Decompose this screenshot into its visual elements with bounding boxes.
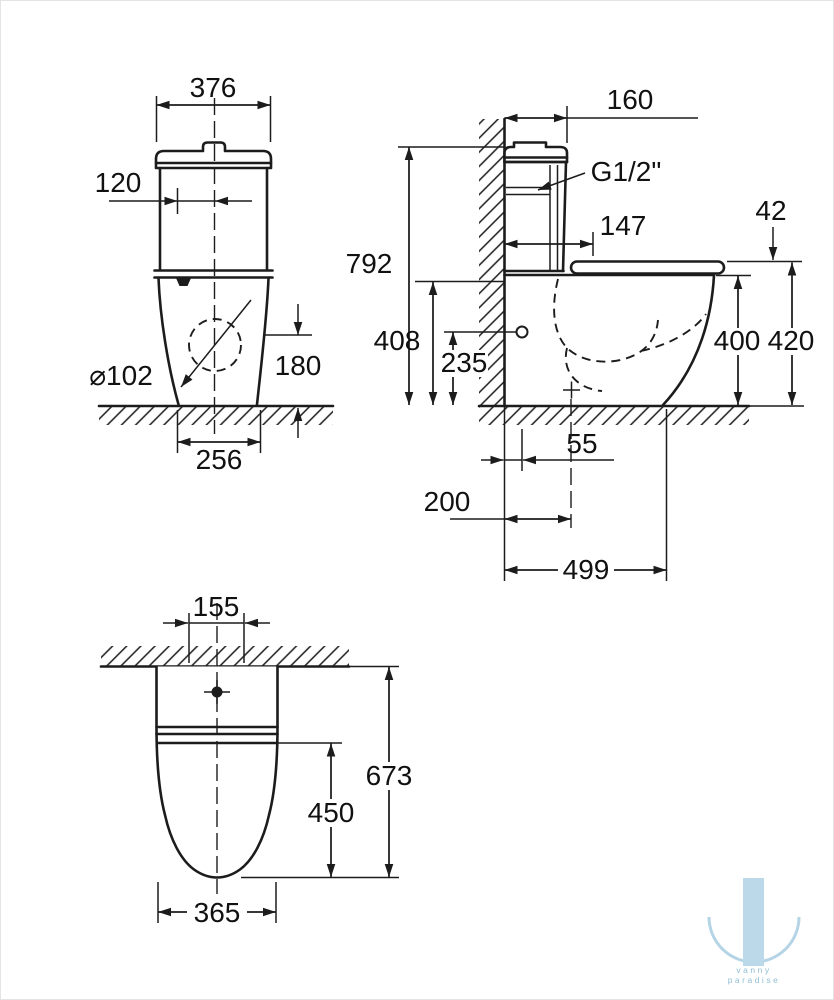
dim-tank-depth: 160	[504, 84, 698, 143]
label-background	[558, 556, 614, 583]
floor-hatch	[479, 407, 749, 425]
dim-bowl-width: 365	[157, 882, 277, 928]
dim-outlet-height: 180	[263, 304, 321, 438]
dim-120-label: 120	[95, 167, 142, 198]
dim-180-label: 180	[275, 350, 322, 381]
drain-direction-arrow-icon	[180, 299, 252, 388]
floor-front	[97, 404, 335, 425]
side-view: 160 G1/2" 147 42 792 408	[346, 84, 815, 585]
trapway-hidden-line	[640, 313, 707, 352]
dim-365-label: 365	[194, 897, 241, 928]
watermark: vanny paradise	[707, 878, 801, 985]
dim-400-label: 400	[714, 325, 761, 356]
label-background	[305, 799, 357, 827]
leader-line	[537, 172, 586, 191]
wall-hatch	[101, 646, 349, 666]
top-view: 155 673 450 365	[99, 591, 415, 928]
dim-hole-spacing: 155	[163, 591, 270, 663]
dim-420-label: 420	[768, 325, 815, 356]
dim-seat-thickness: 42	[727, 195, 802, 263]
dim-inlet-height: 235	[440, 331, 516, 405]
toilet-front-outline	[153, 98, 274, 434]
dim-42-label: 42	[755, 195, 786, 226]
dim-235-label: 235	[441, 347, 488, 378]
cistern-lid	[154, 141, 273, 170]
dim-centerline-offset: 120	[95, 167, 252, 214]
dim-total-depth: 499	[504, 409, 668, 585]
water-inlet-circle	[515, 325, 529, 339]
dim-connection-depth: 147	[504, 210, 647, 256]
dim-bowl-height: 400	[714, 274, 761, 405]
dim-inlet-offset: 55	[481, 406, 614, 581]
watermark-text-line2: paradise	[728, 975, 781, 985]
label-background	[440, 350, 488, 377]
dim-155-label: 155	[193, 591, 240, 622]
dim-seat-height: 420	[768, 262, 815, 405]
dim-base-depth: 256	[176, 410, 262, 475]
outlet-diameter-label: ⌀102	[89, 360, 153, 391]
floor-side	[477, 404, 804, 425]
dim-outlet-offset: 200	[424, 399, 572, 528]
toilet-plan-outline	[155, 603, 279, 894]
dim-147-label: 147	[600, 210, 647, 241]
cistern-lid-side	[503, 141, 569, 164]
dim-673-label: 673	[366, 760, 413, 791]
bowl-side	[255, 276, 270, 406]
wall-section-plan	[99, 646, 399, 668]
dim-160-label: 160	[607, 84, 654, 115]
dim-792-label: 792	[346, 248, 393, 279]
thread-label: G1/2"	[591, 156, 662, 187]
dim-450-label: 450	[308, 797, 355, 828]
seat-hinge-mark	[176, 278, 191, 286]
watermark-text-line1: vanny	[736, 965, 771, 975]
bowl-side	[157, 276, 180, 406]
dim-rim-height: 408	[374, 280, 504, 405]
bowl-front-curve	[661, 273, 716, 407]
label-background	[363, 762, 415, 790]
seat-side	[569, 260, 726, 275]
dim-200-label: 200	[424, 486, 471, 517]
dim-total-height: 792	[346, 146, 504, 405]
dim-bowl-length: 450	[278, 742, 357, 877]
dim-256-label: 256	[196, 444, 243, 475]
dim-tank-width: 376	[155, 72, 272, 142]
dim-499-label: 499	[563, 554, 610, 585]
tank-front-side	[561, 160, 568, 273]
dim-376-label: 376	[190, 72, 237, 103]
thread-callout: G1/2"	[537, 156, 662, 191]
front-view: 376 120 ⌀102 180	[89, 72, 335, 475]
label-background	[714, 328, 761, 355]
wall-section	[479, 117, 506, 408]
dim-408-label: 408	[374, 325, 421, 356]
trapway-hidden-line	[553, 278, 659, 363]
watermark-bar	[743, 878, 764, 966]
dim-total-length: 673	[241, 667, 415, 879]
trapway-hidden-line	[564, 347, 603, 392]
label-background	[768, 328, 815, 355]
label-background	[187, 898, 247, 926]
floor-hatch	[99, 407, 333, 425]
